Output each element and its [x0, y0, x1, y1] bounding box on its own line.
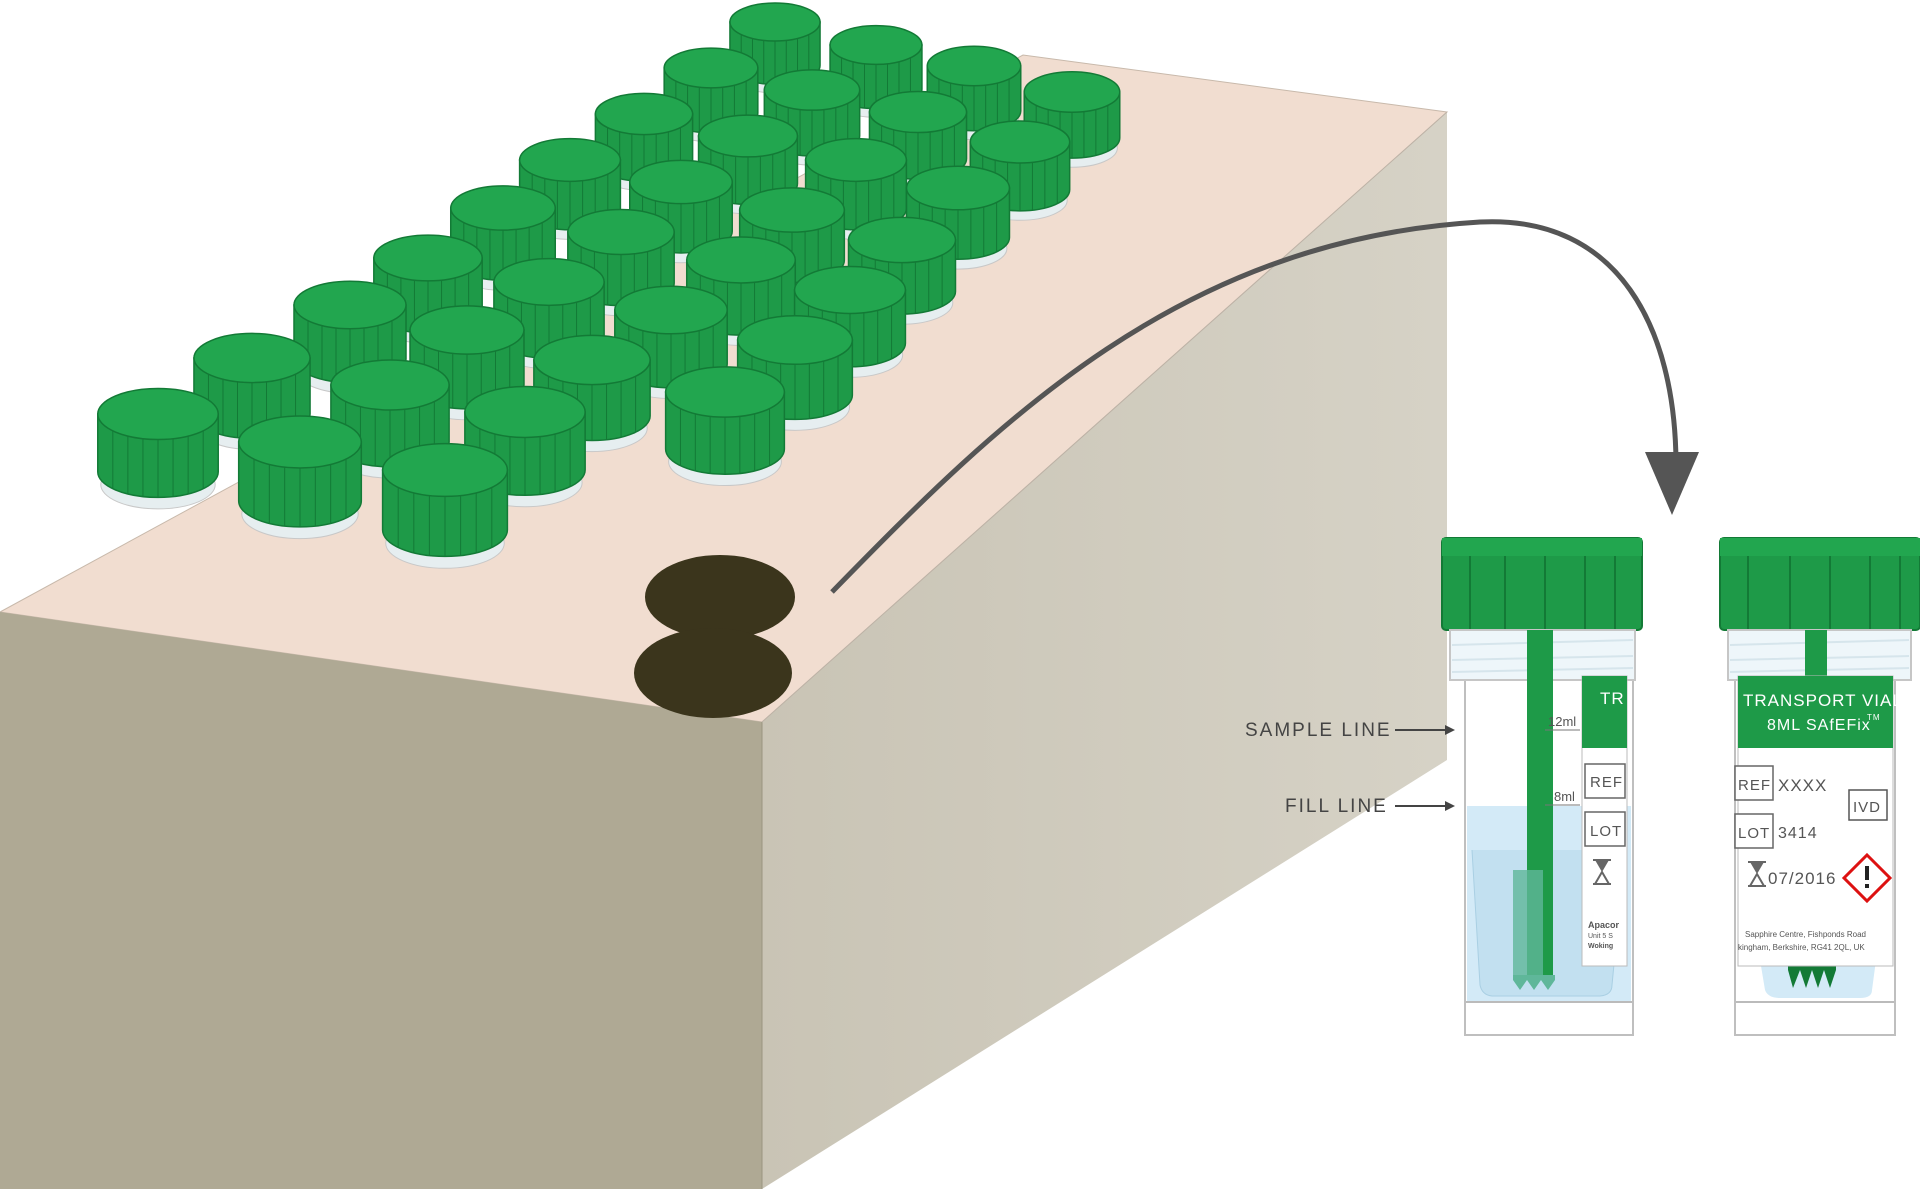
grad-12: 12ml — [1548, 714, 1576, 729]
vial-cap — [97, 387, 219, 510]
rack-side — [762, 112, 1447, 1189]
empty-holes — [634, 555, 795, 718]
vial-back-ref: REF — [1738, 777, 1771, 794]
vial-cap — [664, 366, 786, 487]
empty-hole — [645, 555, 795, 639]
grad-8: 8ml — [1554, 789, 1575, 804]
address-line-2: kingham, Berkshire, RG41 2QL, UK — [1738, 943, 1865, 952]
address-line-1: Sapphire Centre, Fishponds Road — [1745, 930, 1866, 939]
curved-arrow-icon — [830, 219, 1679, 594]
ivd-badge: IVD — [1853, 799, 1881, 816]
vial-back-expiry: 07/2016 — [1768, 869, 1836, 888]
vial-front-title: TR — [1600, 689, 1625, 708]
vial-title-tm: TM — [1867, 713, 1881, 722]
hazard-exclamation-icon — [1841, 852, 1893, 904]
vial-title-line-2: 8ML SAfEFix — [1767, 717, 1871, 734]
vial-front-ref: REF — [1590, 774, 1623, 791]
vial-back-ref-value: XXXX — [1778, 776, 1827, 795]
empty-hole — [634, 628, 792, 718]
maker-line-1: Apacor — [1588, 920, 1620, 930]
spoon-teeth — [1788, 965, 1836, 988]
vial-cap — [237, 415, 363, 540]
hourglass-icon — [1748, 861, 1766, 887]
vial-title-line-1: TRANSPORT VIAL — [1743, 691, 1903, 710]
maker-line-3: Woking — [1588, 943, 1613, 950]
rack-front — [0, 612, 762, 1189]
vial-back-lot: LOT — [1738, 825, 1770, 842]
vial-front-view: 12ml 8ml TR REF LOT Apacor Unit 5 S Woki… — [1441, 537, 1643, 1036]
sample-line-label: SAMPLE LINE — [1245, 720, 1392, 741]
vial-back-lot-value: 3414 — [1778, 825, 1818, 842]
arrow-head-icon — [1645, 452, 1699, 515]
maker-line-2: Unit 5 S — [1588, 933, 1613, 940]
vial-caps — [97, 2, 1121, 569]
fill-line-label: FILL LINE — [1285, 796, 1388, 817]
hourglass-icon — [1593, 859, 1611, 885]
vial-cap — [381, 442, 509, 569]
vial-back-view: TRANSPORT VIAL 8ML SAfEFix TM REF XXXX I… — [1719, 537, 1920, 1036]
vial-front-lot: LOT — [1590, 823, 1622, 840]
